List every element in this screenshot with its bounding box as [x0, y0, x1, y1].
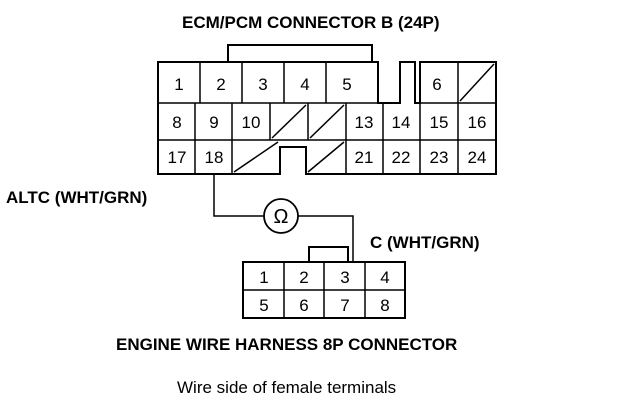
harness-lock-tab — [308, 246, 349, 262]
test-wiring: Ω — [213, 174, 354, 262]
ecm-empty-cavity — [233, 141, 279, 173]
ecm-pin-label: 13 — [355, 113, 374, 132]
harness-pin-label: 4 — [380, 268, 389, 287]
ecm-empty-cavity — [459, 63, 495, 102]
harness-connector — [242, 246, 406, 319]
ecm-connector — [157, 44, 497, 175]
ecm-lock-tab — [227, 44, 373, 62]
harness-pin-label: 7 — [340, 296, 349, 315]
ecm-pin-label: 1 — [174, 75, 183, 94]
harness-pin-label: 8 — [380, 296, 389, 315]
ecm-empty-cavity — [271, 104, 307, 139]
ecm-pin-label: 24 — [468, 148, 487, 167]
harness-pin-label: 5 — [259, 296, 268, 315]
ecm-pin-labels: 1 2 3 4 5 6 8 9 10 13 14 15 16 17 18 21 … — [168, 75, 487, 167]
harness-pin-label: 1 — [259, 268, 268, 287]
c-wire-label: C (WHT/GRN) — [370, 233, 480, 252]
ecm-pin-label: 5 — [342, 75, 351, 94]
harness-pin-label: 2 — [299, 268, 308, 287]
ecm-pin-label: 9 — [209, 113, 218, 132]
ecm-pin-label: 10 — [242, 113, 261, 132]
ecm-pin-label: 17 — [168, 148, 187, 167]
harness-pin-labels: 1 2 3 4 5 6 7 8 — [259, 268, 389, 315]
ecm-pin-label: 15 — [430, 113, 449, 132]
c-wire — [298, 215, 354, 262]
ecm-pin-label: 23 — [430, 148, 449, 167]
harness-connector-title: ENGINE WIRE HARNESS 8P CONNECTOR — [116, 335, 457, 354]
ecm-pin-label: 18 — [205, 148, 224, 167]
ecm-pin-label: 2 — [216, 75, 225, 94]
harness-pin-label: 6 — [299, 296, 308, 315]
altc-wire — [213, 174, 264, 217]
ecm-empty-cavity — [307, 141, 345, 173]
ecm-empty-cavity — [309, 104, 345, 139]
ecm-pin-label: 3 — [258, 75, 267, 94]
ecm-pin-label: 16 — [468, 113, 487, 132]
ecm-pin-label: 21 — [355, 148, 374, 167]
ecm-connector-title: ECM/PCM CONNECTOR B (24P) — [182, 13, 440, 32]
ecm-pin-label: 4 — [300, 75, 309, 94]
altc-wire-label: ALTC (WHT/GRN) — [6, 188, 147, 207]
ohm-icon: Ω — [274, 206, 289, 228]
ecm-pin-label: 6 — [432, 75, 441, 94]
harness-pin-label: 3 — [340, 268, 349, 287]
caption: Wire side of female terminals — [177, 378, 396, 397]
ecm-pin-label: 22 — [392, 148, 411, 167]
ecm-connector-outline — [157, 61, 497, 175]
ecm-pin-label: 8 — [172, 113, 181, 132]
ohmmeter — [263, 198, 299, 234]
ecm-pin-label: 14 — [392, 113, 411, 132]
